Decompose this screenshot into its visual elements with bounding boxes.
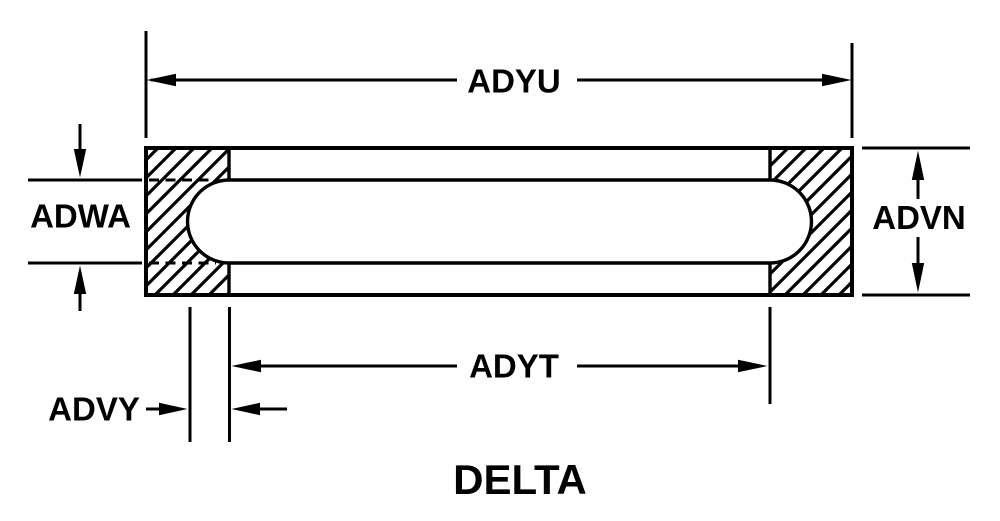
adwa-extension-lines <box>28 178 142 265</box>
drawing-title: DELTA <box>453 456 587 503</box>
adyu-extension-lines <box>144 31 854 138</box>
advn-up-arrowhead-icon <box>911 150 925 180</box>
adyt-left-arrowhead-icon <box>231 359 261 373</box>
dim-label-adyu: ADYU <box>467 63 561 100</box>
adyu-right-arrowhead-icon <box>822 73 852 87</box>
adyu-left-arrowhead-icon <box>146 73 176 87</box>
dim-label-advn: ADVN <box>872 199 966 236</box>
dim-label-adyt: ADYT <box>469 348 559 385</box>
outer-body-outline <box>144 146 854 297</box>
adyt-advy-extension-lines <box>188 307 772 442</box>
advy-left-arrowhead-icon <box>231 402 260 416</box>
part-cross-section <box>144 146 854 297</box>
hidden-slot-edges-dashed <box>149 178 216 265</box>
dimension-adwa: ADWA <box>28 124 142 311</box>
advn-down-arrowhead-icon <box>911 263 925 293</box>
dimension-advy: ADVY <box>48 391 287 428</box>
dim-label-adwa: ADWA <box>30 198 131 235</box>
dimension-adyt: ADYT <box>188 307 772 442</box>
advn-extension-lines <box>862 146 970 297</box>
advy-right-arrowhead-icon <box>159 402 188 416</box>
adwa-up-arrowhead-icon <box>73 265 87 294</box>
dimension-adyu: ADYU <box>144 31 854 138</box>
dimension-advn: ADVN <box>862 146 970 297</box>
adwa-down-arrowhead-icon <box>73 149 87 178</box>
adyt-right-arrowhead-icon <box>738 359 768 373</box>
dim-label-advy: ADVY <box>48 391 140 428</box>
inner-slot-cavity <box>185 178 814 265</box>
